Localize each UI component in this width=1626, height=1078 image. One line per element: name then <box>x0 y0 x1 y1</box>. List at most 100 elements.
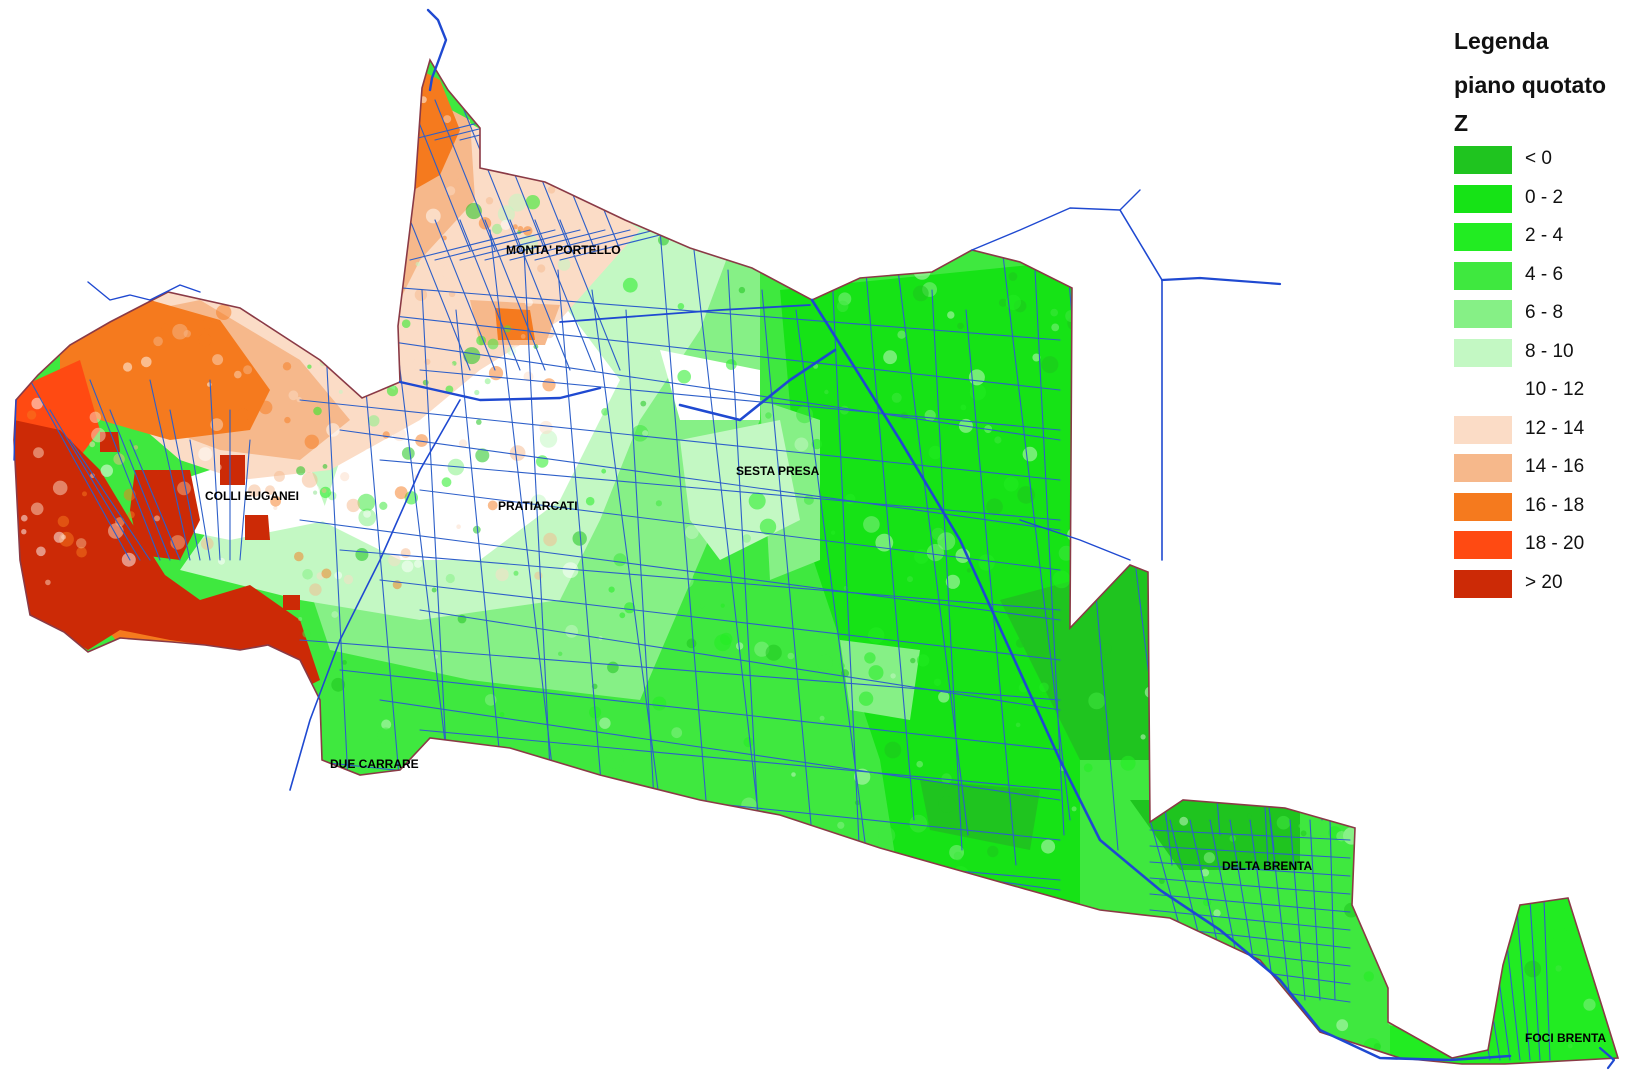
elevation-speckle <box>1015 638 1025 648</box>
legend-item: 8 - 10 <box>1454 337 1626 367</box>
elevation-speckle <box>998 298 1008 307</box>
elevation-speckle <box>711 983 720 992</box>
elevation-speckle <box>1105 415 1113 423</box>
elevation-speckle <box>90 292 102 305</box>
elevation-speckle <box>362 448 377 463</box>
legend-variable: Z <box>1454 110 1469 136</box>
elevation-speckle <box>1127 285 1142 300</box>
legend-label: 0 - 2 <box>1525 186 1564 208</box>
elevation-speckle <box>1058 545 1074 561</box>
elevation-speckle <box>530 494 547 511</box>
elevation-speckle <box>808 945 823 959</box>
elevation-speckle <box>487 987 499 999</box>
elevation-speckle <box>300 690 313 704</box>
elevation-speckle <box>957 322 964 330</box>
elevation-speckle <box>331 611 339 618</box>
elevation-speckle <box>1108 1047 1119 1058</box>
elevation-speckle <box>1541 796 1552 808</box>
elevation-speckle <box>57 515 70 528</box>
elevation-speckle <box>565 807 571 812</box>
elevation-speckle <box>1149 632 1158 641</box>
elevation-speckle <box>765 644 782 661</box>
elevation-speckle <box>1437 761 1449 773</box>
legend-item: 16 - 18 <box>1454 491 1626 521</box>
elevation-speckle <box>368 814 381 828</box>
elevation-speckle <box>505 480 519 494</box>
elevation-speckle <box>409 325 417 332</box>
elevation-speckle <box>1161 256 1180 275</box>
elevation-speckle <box>141 356 152 368</box>
elevation-speckle <box>47 88 59 100</box>
elevation-speckle <box>310 218 326 234</box>
elevation-speckle <box>1041 356 1059 374</box>
elevation-speckle <box>1397 791 1410 804</box>
elevation-speckle <box>865 1037 871 1042</box>
elevation-speckle <box>1489 725 1504 740</box>
canal <box>379 339 1061 441</box>
canal <box>89 379 161 561</box>
elevation-zone <box>245 515 270 540</box>
elevation-speckle <box>182 105 196 119</box>
elevation-speckle <box>1341 308 1352 319</box>
elevation-speckle <box>1208 653 1224 669</box>
legend-swatch <box>1454 492 1512 521</box>
elevation-speckle <box>543 532 557 547</box>
elevation-speckle <box>1245 616 1259 630</box>
elevation-speckle <box>531 758 547 773</box>
elevation-speckle <box>161 323 170 332</box>
elevation-speckle <box>743 737 754 748</box>
canal <box>419 729 1061 791</box>
canal <box>459 99 521 251</box>
elevation-speckle <box>508 193 527 212</box>
elevation-speckle <box>1108 271 1114 278</box>
elevation-speckle <box>1300 830 1307 837</box>
canal <box>209 379 221 561</box>
elevation-speckle <box>234 370 242 379</box>
elevation-speckle <box>151 178 160 187</box>
region-label-pratiarcati: PRATIARCATI <box>498 499 578 513</box>
elevation-speckle <box>714 634 731 652</box>
elevation-speckle <box>315 957 320 962</box>
elevation-speckle <box>991 919 1004 932</box>
legend-label: 14 - 16 <box>1525 456 1585 477</box>
elevation-speckle <box>1201 868 1210 877</box>
canal <box>1271 289 1323 821</box>
elevation-speckle <box>1555 965 1562 972</box>
elevation-speckle <box>585 496 595 506</box>
elevation-speckle <box>288 390 299 401</box>
elevation-speckle <box>622 277 638 293</box>
elevation-speckle <box>1424 955 1436 966</box>
elevation-speckle <box>537 264 546 273</box>
elevation-speckle <box>1139 386 1151 398</box>
elevation-speckle <box>1545 719 1555 729</box>
elevation-speckle <box>1072 193 1088 209</box>
elevation-speckle <box>907 576 913 583</box>
elevation-speckle <box>1120 755 1136 771</box>
elevation-speckle <box>236 408 250 422</box>
elevation-speckle <box>850 249 868 267</box>
elevation-speckle <box>916 654 930 667</box>
elevation-speckle <box>1100 643 1112 655</box>
elevation-speckle <box>412 357 426 371</box>
elevation-speckle <box>1201 663 1219 682</box>
elevation-speckle <box>1071 1000 1088 1018</box>
elevation-speckle <box>282 362 292 371</box>
elevation-speckle <box>1417 686 1425 693</box>
elevation-speckle <box>765 412 772 419</box>
elevation-speckle <box>1247 813 1252 819</box>
elevation-speckle <box>33 447 44 459</box>
elevation-speckle <box>340 472 350 482</box>
elevation-speckle <box>924 409 936 422</box>
elevation-speckle <box>1577 834 1591 849</box>
elevation-speckle <box>619 612 626 619</box>
elevation-speckle <box>642 850 661 869</box>
elevation-speckle <box>1121 431 1133 443</box>
elevation-speckle <box>422 379 429 386</box>
elevation-speckle <box>890 673 896 679</box>
river <box>87 281 201 301</box>
elevation-speckle <box>487 500 498 511</box>
elevation-speckle <box>145 251 151 258</box>
elevation-speckle <box>613 553 627 567</box>
elevation-speckle <box>326 423 340 437</box>
elevation-speckle <box>547 186 556 194</box>
